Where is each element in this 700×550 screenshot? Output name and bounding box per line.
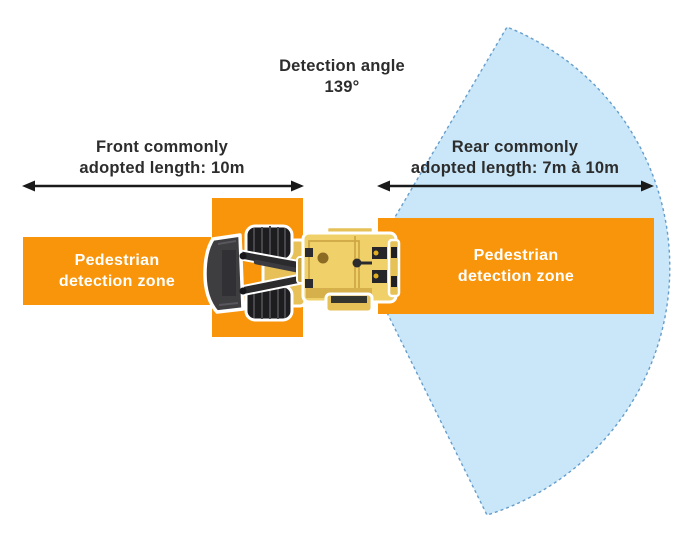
front-zone-line1: Pedestrian: [74, 252, 160, 269]
detection-angle-text: Detection angle: [279, 57, 405, 75]
front-zone-line2: detection zone: [58, 273, 176, 290]
front-zone-label: Pedestrian detection zone: [23, 237, 211, 305]
front-zone-rect: [23, 237, 211, 305]
wheel-loader-icon: [203, 224, 401, 322]
detection-angle-label: Detection angle 139°: [262, 56, 422, 98]
detection-angle-value: 139°: [324, 78, 360, 96]
front-length-line2: adopted length: 10m: [79, 159, 245, 177]
rear-length-label: Rear commonly adopted length: 7m à 10m: [385, 137, 645, 179]
rear-length-line1: Rear commonly: [451, 138, 579, 156]
rear-zone-line2: detection zone: [457, 268, 575, 285]
front-length-arrow: [22, 180, 304, 192]
rear-zone-line1: Pedestrian: [473, 247, 559, 264]
front-length-line1: Front commonly: [95, 138, 229, 156]
rear-length-arrow: [377, 180, 654, 192]
rear-zone-rect: [378, 218, 654, 314]
front-length-label: Front commonly adopted length: 10m: [32, 137, 292, 179]
rear-length-line2: adopted length: 7m à 10m: [410, 159, 620, 177]
rear-zone-label: Pedestrian detection zone: [378, 218, 654, 314]
